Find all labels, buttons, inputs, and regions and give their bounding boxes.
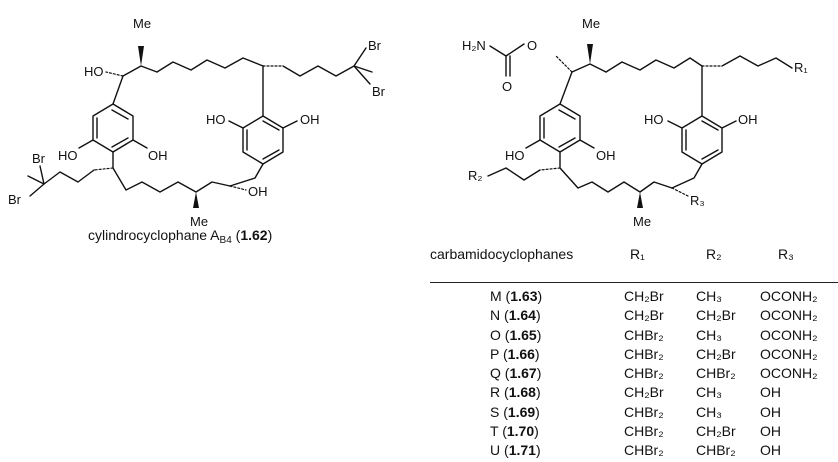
row-name: T (1.70) [490,423,539,440]
right-ring-oh-2: OH [596,148,616,163]
row-r1: CHBr₂ [624,442,664,459]
right-h2n: H₂N [462,38,486,53]
table-row: T (1.70) CHBr₂ CH₂Br OH [430,423,838,442]
table-row: R (1.68) CH₂Br CH₃ OH [430,384,838,403]
table-row: M (1.63) CH₂Br CH₃ OCONH₂ [430,288,838,307]
structures-canvas: Me HO Me OH Br Br Br Br HO OH HO OH H₂N … [8,16,808,229]
left-br-left-2: Br [8,192,22,207]
left-ring-oh: OH [300,112,320,127]
row-r3: OCONH₂ [760,345,818,362]
row-r2: CHBr₂ [696,365,736,382]
right-r3: R₃ [690,193,705,208]
row-name: O (1.65) [490,326,542,343]
row-r2: CH₂Br [696,423,736,440]
right-o-ester: O [527,38,537,53]
right-wedge-bottom [637,192,643,208]
right-r2: R₂ [468,168,482,183]
left-caption-number: 1.62 [240,227,268,243]
row-name: S (1.69) [490,403,540,420]
row-r1: CHBr₂ [624,345,664,362]
table-row: P (1.66) CHBr₂ CH₂Br OCONH₂ [430,346,838,365]
left-br-left-1: Br [32,151,46,166]
left-oh: OH [248,184,268,199]
row-name: U (1.71) [490,442,541,459]
table-row: N (1.64) CH₂Br CH₂Br OCONH₂ [430,307,838,326]
left-wedge-top [138,46,144,66]
left-ring-oh-2: OH [148,148,168,163]
left-wedge-bottom [193,192,199,208]
left-ho: HO [84,64,104,79]
right-me-bottom: Me [633,214,651,229]
row-r1: CHBr₂ [624,423,664,440]
left-molecule-bonds [27,47,373,197]
row-r2: CHBr₂ [696,442,736,459]
row-name: Q (1.67) [490,365,542,382]
table-row: S (1.69) CHBr₂ CH₃ OH [430,404,838,423]
left-ring-ho-2: HO [58,148,78,163]
row-r3: OCONH₂ [760,307,818,324]
substituent-table: carbamidocyclophanes R₁ R₂ R₃ M (1.63) C… [430,246,838,458]
row-r3: OH [760,403,781,420]
table-title: carbamidocyclophanes [430,246,574,262]
table-rows: M (1.63) CH₂Br CH₃ OCONH₂ N (1.64) CH₂Br… [430,288,838,462]
row-r1: CHBr₂ [624,326,664,343]
left-br-top-2: Br [372,84,386,99]
right-ring-oh: OH [738,112,758,127]
row-r1: CHBr₂ [624,365,664,382]
left-br-top-1: Br [368,38,382,53]
right-ring-ho-2: HO [505,148,525,163]
header-r2: R₂ [706,246,722,262]
right-wedge-top [587,44,593,64]
row-name: M (1.63) [490,288,543,304]
row-r1: CH₂Br [624,288,664,304]
row-name: N (1.64) [490,307,541,324]
row-r2: CH₃ [696,326,722,343]
table-row: U (1.71) CHBr₂ CHBr₂ OH [430,442,838,461]
header-r3: R₃ [778,246,794,262]
row-name: P (1.66) [490,345,540,362]
row-r2: CH₂Br [696,345,736,362]
row-name: R (1.68) [490,384,541,401]
table-row: Q (1.67) CHBr₂ CHBr₂ OCONH₂ [430,365,838,384]
left-me-bottom: Me [190,214,208,229]
row-r2: CH₃ [696,403,722,420]
table-row: O (1.65) CHBr₂ CH₃ OCONH₂ [430,327,838,346]
row-r3: OCONH₂ [760,288,818,304]
left-caption-prefix: cylindrocyclophane A [88,227,220,243]
table-rule [430,282,838,283]
right-r1: R₁ [794,60,808,75]
right-o-carbonyl: O [502,79,512,94]
row-r2: CH₂Br [696,307,736,324]
row-r1: CH₂Br [624,384,664,401]
row-r1: CHBr₂ [624,403,664,420]
row-r2: CH₃ [696,288,722,304]
row-r3: OH [760,442,781,459]
row-r3: OCONH₂ [760,326,818,343]
left-me-top: Me [133,16,151,31]
left-caption: cylindrocyclophane AB4 (1.62) [88,227,273,246]
row-r2: CH₃ [696,384,722,401]
right-me-top: Me [582,16,600,31]
row-r3: OH [760,423,781,440]
left-caption-sub: B4 [219,235,232,246]
header-r1: R₁ [630,246,645,262]
row-r3: OCONH₂ [760,365,818,382]
row-r1: CH₂Br [624,307,664,324]
right-ring-ho: HO [644,112,664,127]
table-header: carbamidocyclophanes R₁ R₂ R₃ [430,246,838,272]
row-r3: OH [760,384,781,401]
left-ring-ho: HO [206,112,226,127]
